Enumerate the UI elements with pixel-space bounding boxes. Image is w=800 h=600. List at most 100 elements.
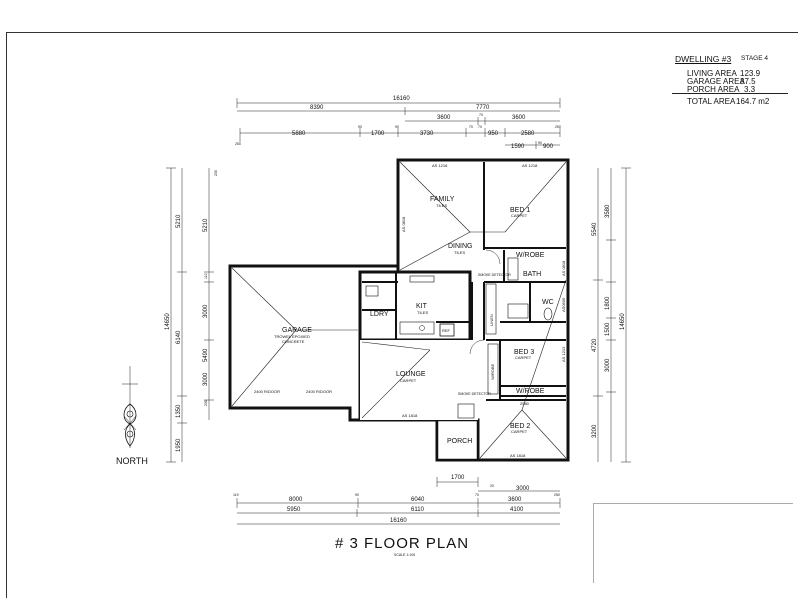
dim-top-r4-7: 950: [488, 131, 499, 137]
left-dimensions: 14650 5210 6140 1350 1950 5210 110 3000 …: [165, 167, 218, 463]
room-lounge-floor: CARPET: [400, 378, 417, 383]
dim-right-mid-2: 3200: [592, 424, 598, 438]
dim-top-r5-0: 1590: [511, 144, 525, 150]
dim-bottom-overall: 16160: [390, 518, 407, 524]
bottom-dimensions: 1700 20 3000 119 8000 90 6040 70 3600 25…: [233, 475, 561, 525]
dim-bottom-r1-4: 70: [475, 493, 479, 497]
room-bed3-floor: CARPET: [515, 355, 532, 360]
dim-2580: 2580: [520, 401, 530, 406]
room-ldry: LDRY: [370, 311, 389, 318]
dim-right-inner-2: 1500: [605, 322, 611, 336]
roller-door-1: 2400 R/DOOR: [254, 389, 280, 394]
dim-top-r4-8: 2580: [521, 131, 535, 137]
window-top-2: AS 1218: [522, 163, 538, 168]
room-porch: PORCH: [447, 438, 472, 445]
porch-area-value: 3.3: [744, 85, 756, 94]
dim-right-inner-0: 3580: [605, 204, 611, 218]
laundry-tub-icon: [365, 285, 379, 297]
window-bottom-1: AS 1818: [402, 413, 418, 418]
dim-left-inner-1: 110: [204, 273, 208, 279]
stage-label: STAGE 4: [741, 55, 768, 62]
dim-top-r5-1: 90: [538, 141, 542, 145]
title-block-divider: [672, 93, 788, 94]
total-area-label: TOTAL AREA: [687, 97, 736, 106]
dim-left-mid-0: 5210: [176, 214, 182, 228]
kitchen-bench-icon: [399, 321, 435, 335]
window-top-1: AS 1218: [432, 163, 448, 168]
room-dining: DINING: [448, 243, 473, 250]
dim-left-inner-0: 5210: [203, 218, 209, 232]
interior-walls: [362, 162, 566, 401]
dim-top-r4-10: 250: [555, 125, 561, 129]
dim-bottom-r2-2: 4100: [510, 507, 524, 513]
dim-bottom-r1-3: 6040: [411, 497, 425, 503]
smoke-detector-1: SMOKE DETECTOR: [478, 273, 511, 277]
dim-bottom-r1-6: 250: [554, 493, 560, 497]
room-wrobe2: W/ROBE: [490, 363, 495, 380]
room-kit: KIT: [416, 303, 428, 310]
room-bed1: BED 1: [510, 207, 530, 214]
cooktop-icon: [419, 325, 425, 331]
dim-top-r3-2: 3600: [512, 115, 526, 121]
dim-top-r4-9: 250: [235, 142, 241, 146]
dim-right-inner-3: 3000: [605, 358, 611, 372]
north-arrow-icon: [122, 366, 138, 448]
room-bed3: BED 3: [514, 349, 534, 356]
room-garage: GARAGE: [282, 327, 312, 334]
kitchen-sink-icon: [409, 275, 435, 283]
room-family-floor: TILES: [436, 203, 447, 208]
refrigerator-icon: [439, 323, 455, 337]
window-left-1: AS 0818: [401, 216, 406, 232]
room-wc: WC: [542, 299, 554, 306]
dim-top-r2-0: 8390: [310, 105, 324, 111]
dim-right-inner-1: 1800: [605, 296, 611, 310]
dim-left-inner-2: 3000: [203, 304, 209, 318]
right-dimensions: 14650 5540 4720 3200 3580 1800 1500 3000: [592, 167, 631, 463]
vanity-icon: [507, 303, 529, 319]
room-bed2-floor: CARPET: [511, 429, 528, 434]
dim-bottom-extra-0: 20: [490, 484, 494, 488]
north-label: NORTH: [116, 456, 148, 466]
smoke-detector-2: SMOKE DETECTOR: [458, 392, 491, 396]
room-bath: BATH: [523, 271, 541, 278]
window-right-1: AS 0818: [561, 260, 566, 276]
room-wrobe3: W/ROBE: [516, 388, 545, 395]
plan-title: # 3 FLOOR PLAN: [335, 535, 469, 552]
living-area-label: LIVING AREA: [687, 69, 737, 78]
dim-top-r4-4: 3730: [420, 131, 434, 137]
dim-right-mid-0: 5540: [592, 222, 598, 236]
dim-bottom-r1-5: 3600: [508, 497, 522, 503]
dim-top-r4-0: 5880: [292, 131, 306, 137]
room-bed2: BED 2: [510, 423, 530, 430]
sheet-corner-box: [593, 503, 793, 583]
room-dining-floor: TILES: [454, 250, 465, 255]
dim-left-mid-2: 1350: [176, 404, 182, 418]
dim-top-r4-5: 70: [469, 125, 473, 129]
room-wrobe1: W/ROBE: [516, 252, 545, 259]
dim-top-r4-3: 90: [395, 125, 399, 129]
room-bed1-floor: CARPET: [511, 213, 528, 218]
dim-right-mid-1: 4720: [592, 338, 598, 352]
dim-left-inner-3: 5490: [203, 348, 209, 362]
dim-top-r3-1: 70: [479, 113, 483, 117]
dim-top-r4-1: 90: [358, 125, 362, 129]
dim-right-outer: 14650: [620, 313, 626, 330]
shower-icon: [507, 257, 519, 281]
dim-left-inner-6: 230: [214, 170, 218, 176]
dim-top-r4-6: 70: [478, 125, 482, 129]
door-swing-icon: [469, 339, 485, 355]
dim-top-r4-2: 1700: [371, 131, 385, 137]
room-family: FAMILY: [430, 196, 455, 203]
window-right-3: AS 1213: [561, 346, 566, 362]
dim-left-mid-3: 1950: [176, 438, 182, 452]
room-garage-floor-1: TROWEL EPOXIED: [274, 334, 310, 339]
window-bottom-2: AS 1818: [510, 453, 526, 458]
room-kit-floor: TILES: [417, 310, 428, 315]
scale-label: SCALE 1:100: [394, 553, 415, 557]
dim-top-overall: 16160: [393, 96, 410, 102]
garage-area-label: GARAGE AREA: [687, 77, 745, 86]
roof-hip-lines: [231, 161, 567, 459]
room-lounge: LOUNGE: [396, 371, 426, 378]
